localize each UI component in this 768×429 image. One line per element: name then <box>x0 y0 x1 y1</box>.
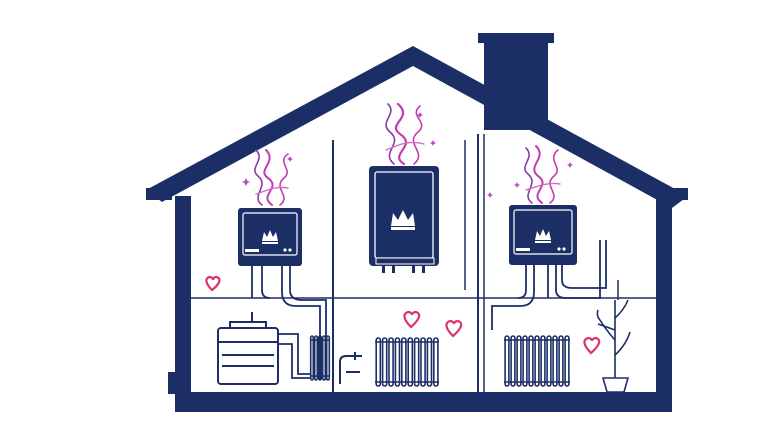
radiator-fin <box>432 337 439 387</box>
radiators <box>309 335 570 387</box>
radiator-fin <box>407 337 414 387</box>
radiator-fin <box>375 337 382 387</box>
radiator-fin <box>546 335 552 387</box>
plant-icon <box>596 299 631 393</box>
crown-icon <box>535 229 551 243</box>
radiator-fin <box>564 335 570 387</box>
right-boiler <box>509 205 577 265</box>
roof-eave-left <box>146 188 172 200</box>
radiator-fin <box>313 335 319 381</box>
radiator-fin <box>394 337 401 387</box>
radiator-fin <box>522 335 528 387</box>
radiator-fin <box>528 335 534 387</box>
crown-icon <box>262 230 278 244</box>
left-boiler-pipes <box>251 266 327 380</box>
steam-swirl-icon <box>254 102 561 206</box>
stove-pipe <box>278 333 310 379</box>
left-boiler <box>238 208 302 266</box>
right-boiler-pipes <box>491 240 607 330</box>
radiator-fin <box>321 335 327 381</box>
radiator-fin <box>504 335 510 387</box>
radiator-fin <box>317 335 323 381</box>
radiator-fin <box>558 335 564 387</box>
radiator-fin <box>381 337 388 387</box>
center-boiler <box>369 166 439 273</box>
right-wall <box>656 196 672 396</box>
radiator-fin <box>309 335 315 381</box>
left-small-radiator <box>309 335 331 381</box>
chimney-icon <box>478 33 554 43</box>
radiator-fin <box>400 337 407 387</box>
pipe-icon <box>339 352 362 384</box>
radiator-fin <box>516 335 522 387</box>
crown-icon <box>391 210 415 230</box>
stove-icon <box>217 312 279 385</box>
radiator-fin <box>552 335 558 387</box>
center-radiator <box>375 337 439 387</box>
radiator-fin <box>325 335 331 381</box>
radiator-fin <box>413 337 420 387</box>
radiator-fin <box>540 335 546 387</box>
radiator-fin <box>534 335 540 387</box>
left-wall <box>175 196 191 396</box>
radiator-fin <box>420 337 426 387</box>
floor <box>175 392 672 412</box>
right-radiator <box>504 335 570 387</box>
radiator-fin <box>510 335 516 387</box>
floor-ledge-left <box>168 372 182 394</box>
heart-icon <box>205 275 601 355</box>
radiator-fin <box>426 337 433 387</box>
radiator-fin <box>388 337 394 387</box>
sparkle-icons <box>242 112 573 198</box>
